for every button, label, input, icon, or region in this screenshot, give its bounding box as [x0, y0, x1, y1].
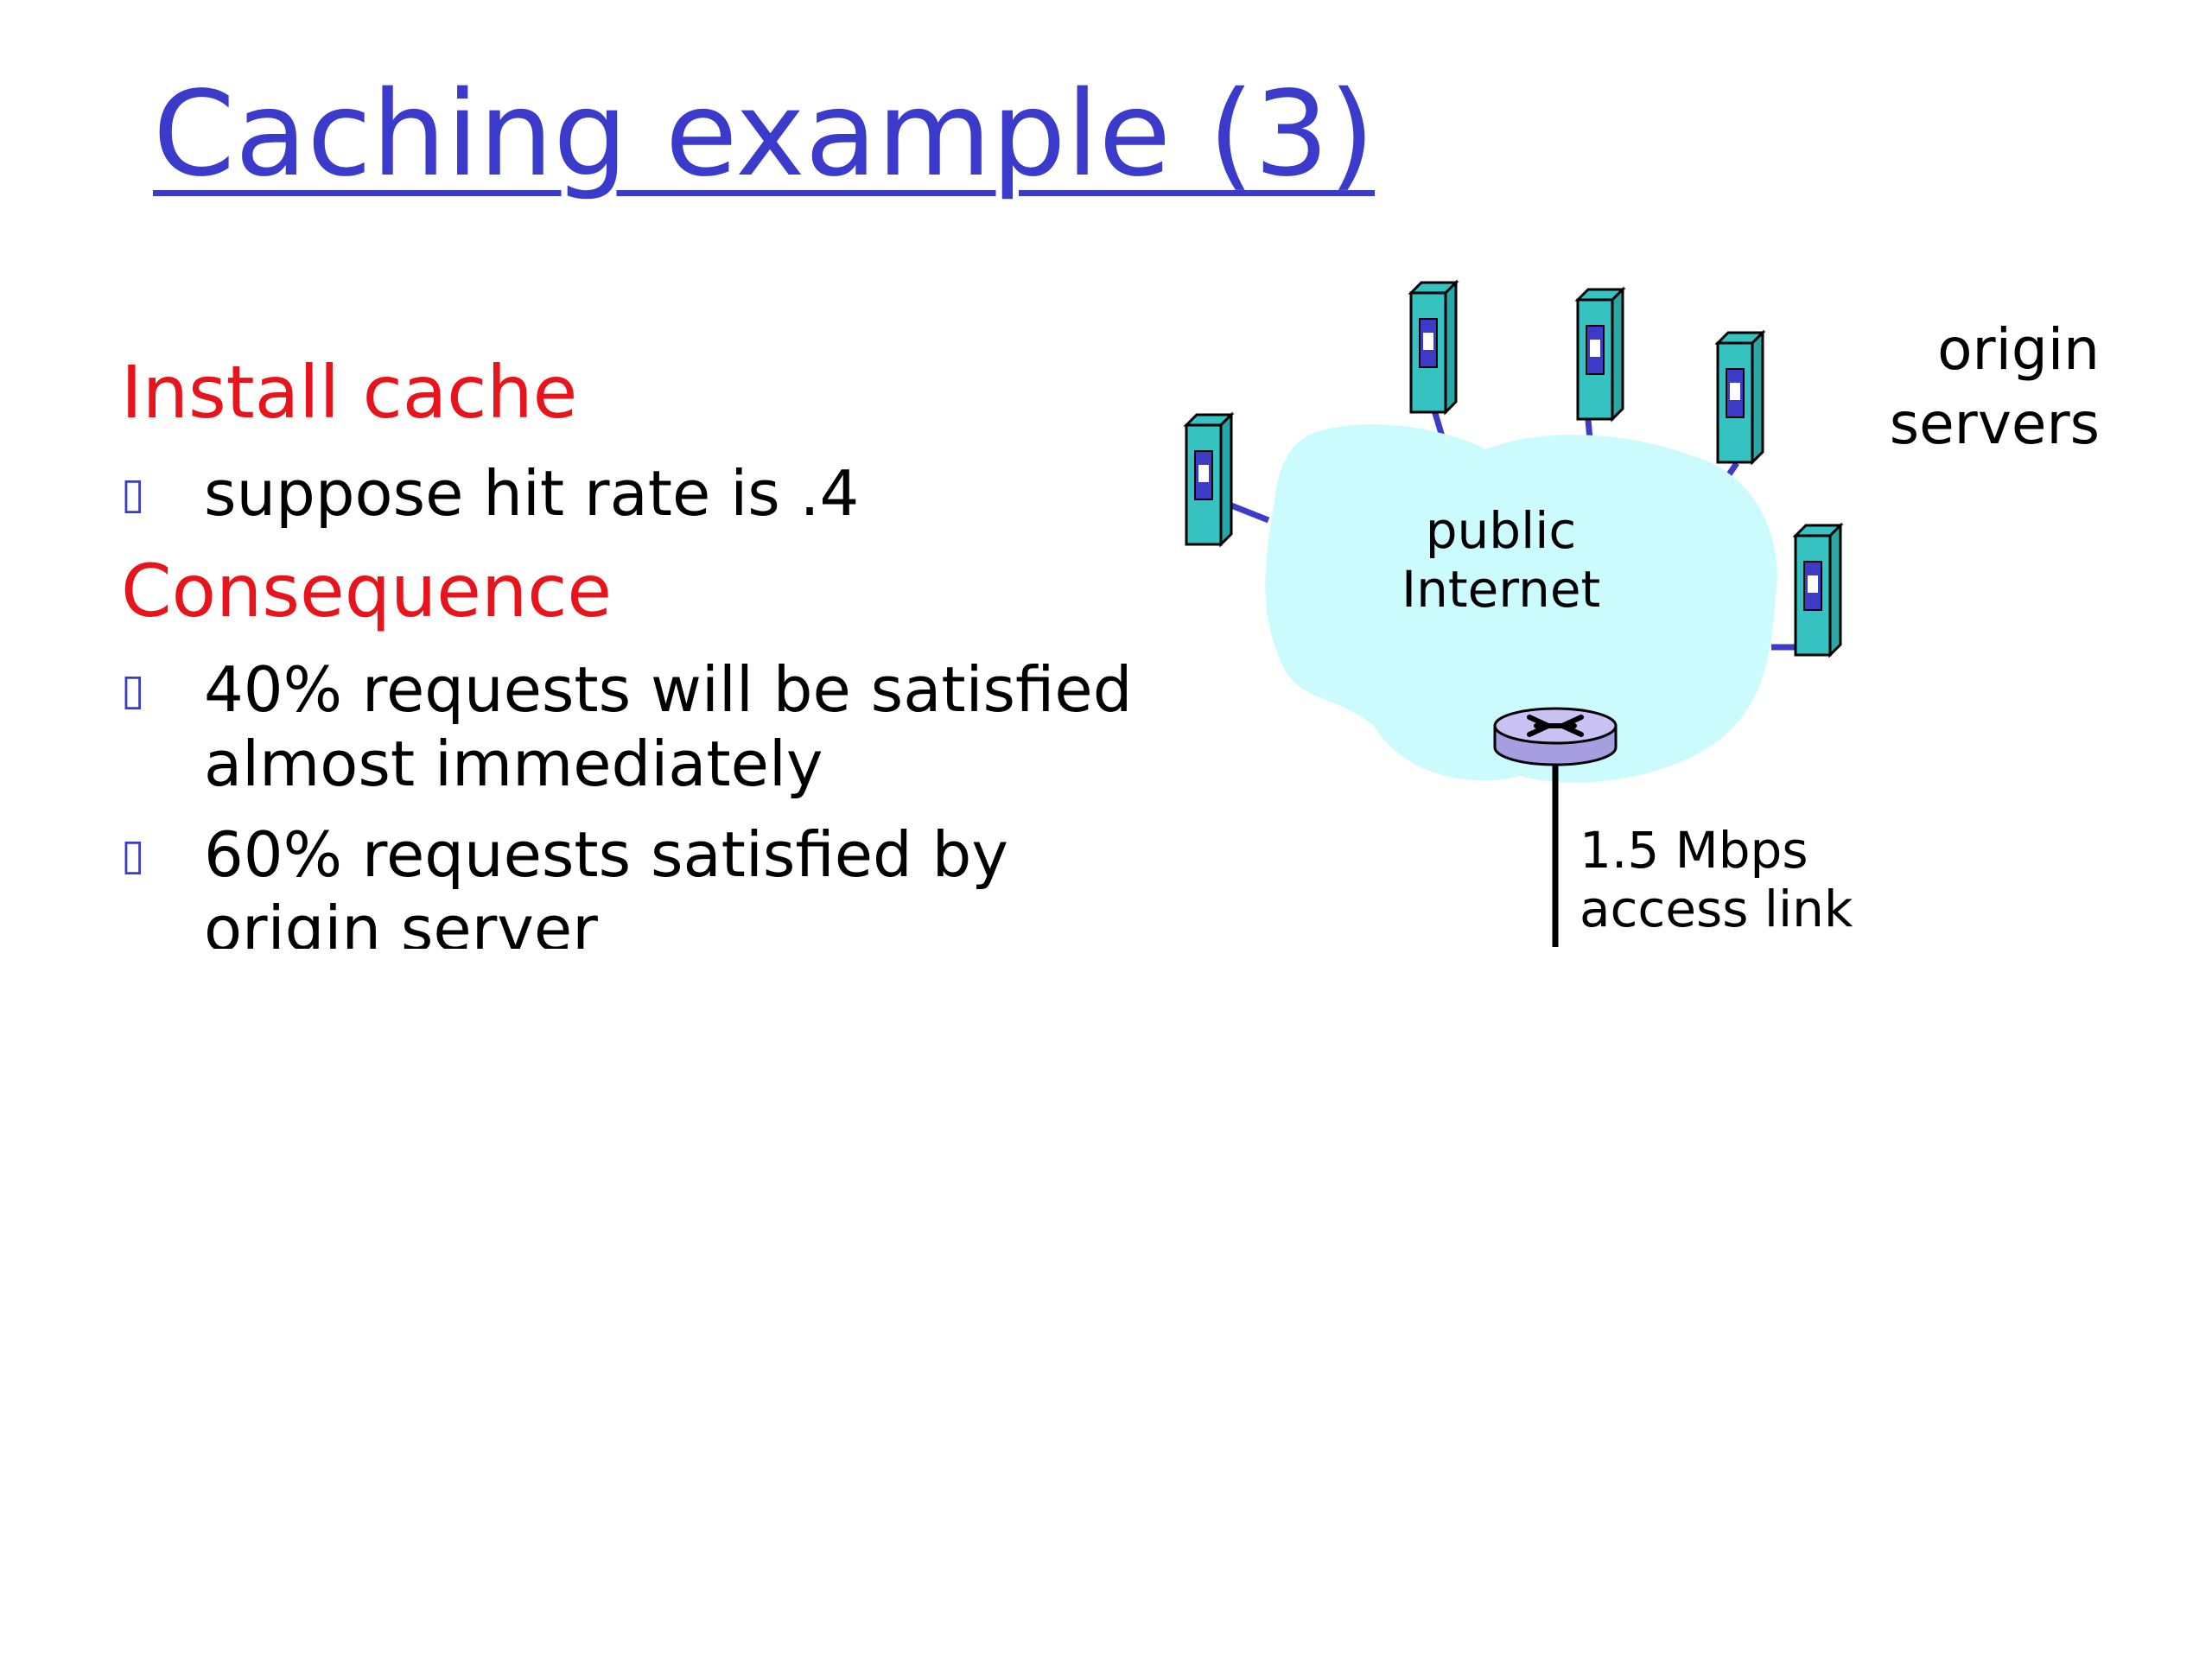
link-label-line: 1.5 Mbps	[1580, 821, 1808, 880]
server-icon	[1794, 524, 1842, 657]
bullet-text: suppose hit rate is .4	[204, 456, 859, 531]
list-item: ▯ 60% requests satisfied by origin serve…	[121, 817, 1008, 949]
list-item: ▯ 40% requests will be satisfied almost …	[121, 652, 1132, 801]
router-icon	[1493, 707, 1618, 766]
square-bullet-icon: ▯	[121, 468, 145, 518]
bullet-line: almost immediately	[204, 728, 823, 800]
cloud-label-line: Internet	[1402, 560, 1601, 619]
slide-title: Caching example (3)	[153, 67, 1376, 203]
servers-label-line: servers	[1889, 391, 2100, 457]
bullet-text: 60% requests satisfied by origin server	[204, 817, 1008, 949]
link-label-line: access link	[1580, 880, 1853, 938]
access-link-label: 1.5 Mbps access link	[1580, 821, 1853, 938]
servers-label-line: origin	[1937, 316, 2100, 383]
heading-install-cache: Install cache	[121, 350, 578, 435]
heading-consequence: Consequence	[121, 549, 613, 633]
server-icon	[1576, 288, 1624, 421]
square-bullet-icon: ▯	[121, 830, 145, 880]
server-icon	[1716, 331, 1764, 464]
server-icon	[1185, 413, 1233, 546]
bullet-line: origin server	[204, 893, 598, 949]
server-icon	[1409, 281, 1458, 414]
cloud-label-line: public	[1425, 501, 1577, 560]
bullet-text: 40% requests will be satisfied almost im…	[204, 652, 1132, 801]
bullet-line: suppose hit rate is .4	[204, 457, 860, 530]
cloud-shape	[1265, 423, 1777, 783]
list-item: ▯ suppose hit rate is .4	[121, 456, 859, 531]
origin-servers-label: origin servers	[1849, 313, 2100, 461]
square-bullet-icon: ▯	[121, 664, 145, 715]
bullet-line: 60% requests satisfied by	[204, 818, 1008, 891]
cloud-label: public Internet	[1402, 501, 1600, 619]
bullet-line: 40% requests will be satisfied	[204, 653, 1133, 726]
